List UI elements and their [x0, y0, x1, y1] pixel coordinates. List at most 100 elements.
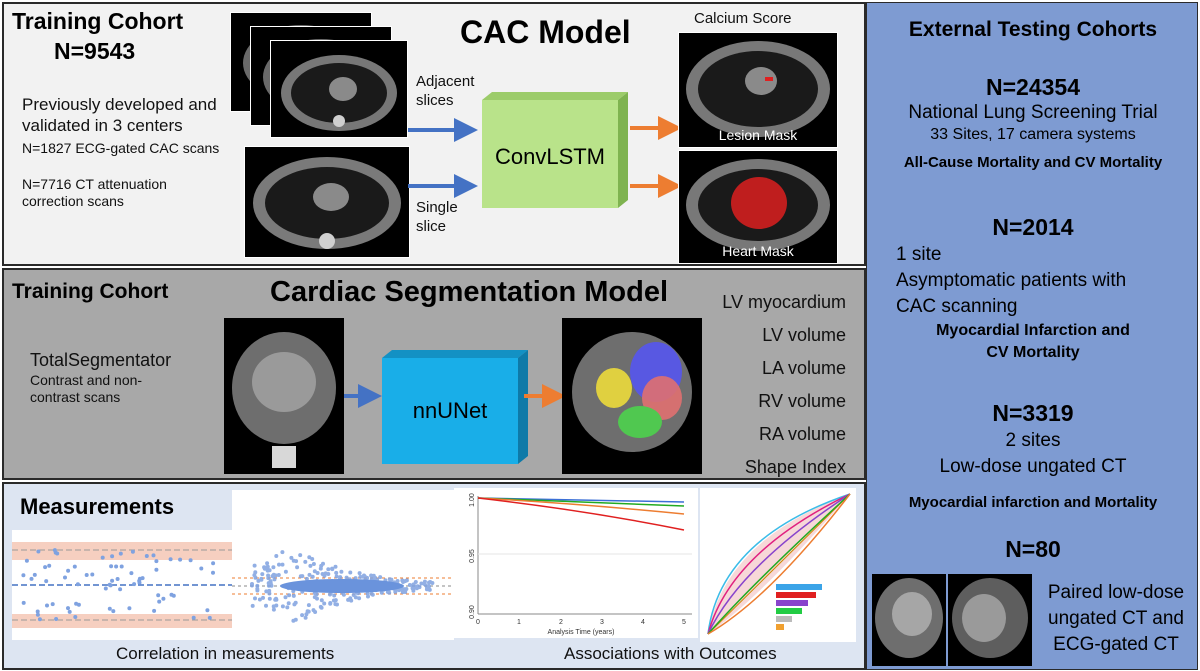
scatter-point [334, 574, 339, 579]
scatter-point [385, 590, 390, 594]
scatter-point [277, 562, 281, 567]
km-xaxis-title: Analysis Time (years) [548, 629, 615, 636]
scatter-point [304, 612, 309, 617]
scatter-point [427, 580, 431, 585]
km-xtick-1: 1 [517, 619, 521, 626]
bland-altman-plot-2 [232, 490, 454, 640]
scatter-point [306, 603, 311, 608]
km-xtick-4: 4 [641, 619, 645, 626]
scatter-point [107, 582, 112, 587]
arrows-cac [408, 116, 682, 198]
cohort-3-outcome: Myocardial infarction and Mortality [908, 494, 1158, 511]
scatter-point [154, 559, 159, 564]
scatter-point [261, 595, 265, 600]
output-ra-volume: RA volume [758, 424, 846, 444]
scatter-point [330, 567, 335, 572]
km-xtick-0: 0 [476, 619, 480, 626]
scatter-point [265, 561, 270, 566]
output-shape-index: Shape Index [744, 457, 846, 477]
output-lv-myocardium: LV myocardium [722, 292, 846, 312]
scatter-point [303, 615, 308, 620]
scatter-point [21, 573, 26, 578]
scatter-point [211, 561, 216, 566]
scatter-point [252, 563, 257, 568]
scatter-point [332, 593, 337, 598]
scatter-point [267, 591, 272, 596]
convlstm-label: ConvLSTM [494, 144, 606, 169]
scatter-point [295, 565, 300, 570]
associations-caption: Associations with Outcomes [564, 644, 777, 663]
scatter-point [357, 596, 362, 601]
scatter-point [274, 603, 279, 608]
scatter-point [411, 582, 416, 587]
cohort-2-line3: CAC scanning [896, 296, 1018, 317]
cac-desc-2: N=7716 CT attenuation correction scans [22, 176, 167, 209]
scatter-point [318, 566, 323, 571]
scatter-point [294, 559, 299, 564]
scatter-point [361, 574, 366, 579]
cohort-2-outcome-2: CV Mortality [986, 344, 1080, 361]
scatter-point [178, 557, 183, 562]
scatter-point [32, 572, 37, 577]
scatter-point [286, 601, 291, 606]
cac-desc-1: N=1827 ECG-gated CAC scans [22, 140, 220, 156]
scatter-point [419, 581, 424, 586]
scatter-point [129, 571, 134, 576]
seg-cohort-title: Training Cohort [12, 280, 169, 303]
scatter-point [272, 577, 277, 582]
scatter-point [90, 572, 95, 577]
scatter-point [395, 579, 400, 583]
seg-input-ct [224, 318, 344, 474]
scatter-point [326, 572, 331, 576]
scatter-point [75, 582, 80, 587]
cohort-4-gated-ct [948, 574, 1032, 666]
scatter-point [410, 585, 415, 590]
scatter-point [266, 576, 271, 581]
scatter-point [348, 570, 353, 575]
km-xtick-5: 5 [682, 619, 686, 626]
scatter-point [109, 564, 114, 569]
cohort-2-outcome-1: Myocardial Infarction and [936, 322, 1130, 339]
scatter-point [291, 593, 296, 598]
cohort-3-line2: Low-dose ungated CT [939, 456, 1127, 477]
nnunet-label: nnUNet [412, 398, 488, 423]
heart-mask-image: Heart Mask [678, 150, 838, 264]
scatter-point [45, 603, 49, 608]
scatter-point [328, 592, 332, 597]
roc-plot [700, 488, 856, 642]
scatter-point [151, 553, 156, 558]
scatter-point [43, 565, 48, 570]
scatter-point [319, 598, 324, 603]
scatter-point [333, 564, 338, 569]
measurements-title: Measurements [20, 494, 175, 519]
scatter-point [266, 583, 271, 588]
scatter-point [365, 591, 370, 596]
km-ytick-1: 1.00 [469, 493, 476, 507]
scatter-point [118, 551, 123, 556]
scatter-point [274, 596, 278, 601]
scatter-point [132, 582, 137, 587]
scatter-point [366, 594, 370, 599]
cohort-4-n: N=80 [1005, 536, 1061, 562]
scatter-point [110, 578, 115, 583]
scatter-point [267, 568, 272, 573]
scatter-point [271, 607, 276, 612]
scatter-point [283, 595, 288, 600]
scatter-point [255, 583, 260, 588]
scatter-point [393, 589, 398, 594]
scatter-point [341, 592, 346, 597]
scatter-point [351, 593, 356, 597]
cohort-3-line1: 2 sites [1005, 430, 1061, 451]
scatter-point [118, 587, 123, 592]
scatter-point [137, 580, 142, 585]
cohort-2-line2: Asymptomatic patients with [896, 270, 1127, 291]
scatter-point [271, 572, 276, 577]
cohort-1-n: N=24354 [986, 74, 1080, 100]
scatter-point [280, 604, 285, 609]
scatter-point [289, 555, 294, 560]
scatter-point [310, 557, 315, 561]
scatter-point [291, 618, 296, 623]
cac-desc-main: Previously developed and validated in 3 … [22, 95, 217, 135]
km-plot: 1.00 0.95 0.90 0 1 2 3 4 5 Analysis Time… [454, 488, 698, 638]
scatter-point [84, 573, 89, 577]
